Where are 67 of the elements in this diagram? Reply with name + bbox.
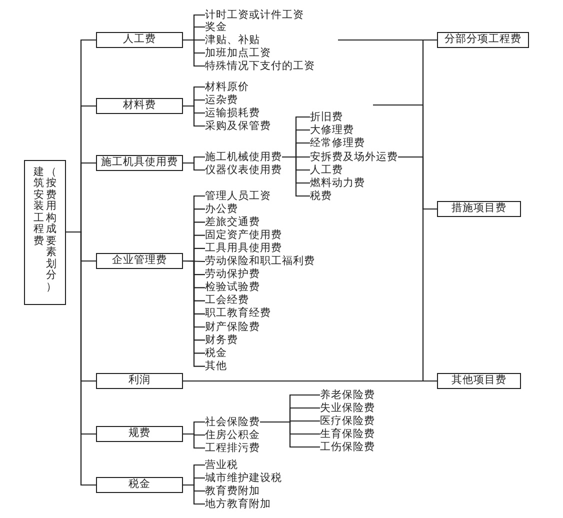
item-label: 财务费 xyxy=(205,334,238,347)
item-label: 社会保险费 xyxy=(205,416,260,428)
connector-line xyxy=(260,421,320,448)
item-label: 劳动保护费 xyxy=(205,268,260,282)
root-title: 建筑安装工程费 xyxy=(34,166,44,249)
item-label: 税金 xyxy=(205,346,227,360)
item-label: 生育保险费 xyxy=(320,428,375,440)
connector-line xyxy=(282,156,310,197)
item-label: 固定资产使用费 xyxy=(205,228,282,242)
item-label: 折旧费 xyxy=(310,110,343,124)
item-label: 安拆费及场外运费 xyxy=(310,150,398,164)
connector-line xyxy=(183,162,205,171)
category-box: 人工费 xyxy=(96,32,183,48)
item-label: 加班加点工资 xyxy=(205,46,271,60)
item-label: 运杂费 xyxy=(205,94,238,106)
item-label: 失业保险费 xyxy=(320,402,375,414)
connector-line xyxy=(183,39,205,67)
connector-line xyxy=(422,208,437,382)
item-label: 住房公积金 xyxy=(205,428,260,442)
item-label: 工会经费 xyxy=(205,294,249,308)
connector-line xyxy=(183,433,205,449)
connector-line xyxy=(183,380,437,382)
item-label: 奖金 xyxy=(205,20,227,34)
category-box: 其他项目费 xyxy=(437,373,521,389)
item-label: 特殊情况下支付的工资 xyxy=(205,60,315,72)
item-label: 人工费 xyxy=(310,164,343,176)
category-box: 措施项目费 xyxy=(437,201,521,217)
item-label: 运输损耗费 xyxy=(205,106,260,120)
item-label: 施工机械使用费 xyxy=(205,150,282,164)
item-label: 计时工资或计件工资 xyxy=(205,8,304,22)
item-label: 教育费附加 xyxy=(205,484,260,498)
item-label: 劳动保险和职工福利费 xyxy=(205,255,315,268)
item-label: 大修理费 xyxy=(310,124,354,136)
item-label: 地方教育附加 xyxy=(205,498,271,510)
item-label: 办公费 xyxy=(205,202,238,216)
root-box xyxy=(24,160,66,304)
item-label: 职工教育经费 xyxy=(205,307,271,320)
item-label: 检验试验费 xyxy=(205,281,260,294)
item-label: 养老保险费 xyxy=(320,388,375,402)
item-label: 营业税 xyxy=(205,458,238,472)
item-label: 仪器仪表使用费 xyxy=(205,164,282,176)
item-label: 差旅交通费 xyxy=(205,216,260,229)
connector-line xyxy=(183,484,205,505)
category-box: 利润 xyxy=(96,373,183,389)
item-label: 管理人员工资 xyxy=(205,190,271,202)
category-box: 材料费 xyxy=(96,98,183,114)
item-label: 城市维护建设税 xyxy=(205,472,282,484)
item-label: 燃料动力费 xyxy=(310,176,365,190)
category-box: 施工机具使用费 xyxy=(96,155,183,171)
category-box: 企业管理费 xyxy=(96,253,183,269)
item-label: 工具用具使用费 xyxy=(205,242,282,255)
item-label: 工程排污费 xyxy=(205,442,260,454)
item-label: 津贴、补贴 xyxy=(205,34,260,46)
item-label: 材料原价 xyxy=(205,80,249,94)
item-label: 税费 xyxy=(310,190,332,202)
item-label: 经常修理费 xyxy=(310,136,365,150)
connector-line xyxy=(183,105,205,127)
item-label: 其他 xyxy=(205,360,227,373)
item-label: 医疗保险费 xyxy=(320,414,375,428)
root-subtitle: （按费用构成要素划分） xyxy=(46,166,56,295)
item-label: 财产保险费 xyxy=(205,320,260,334)
category-box: 规费 xyxy=(96,426,183,442)
connector-line xyxy=(66,231,96,486)
category-box: 税金 xyxy=(96,477,183,493)
category-box: 分部分项工程费 xyxy=(437,32,529,48)
item-label: 采购及保管费 xyxy=(205,120,271,132)
item-label: 工伤保险费 xyxy=(320,440,375,454)
